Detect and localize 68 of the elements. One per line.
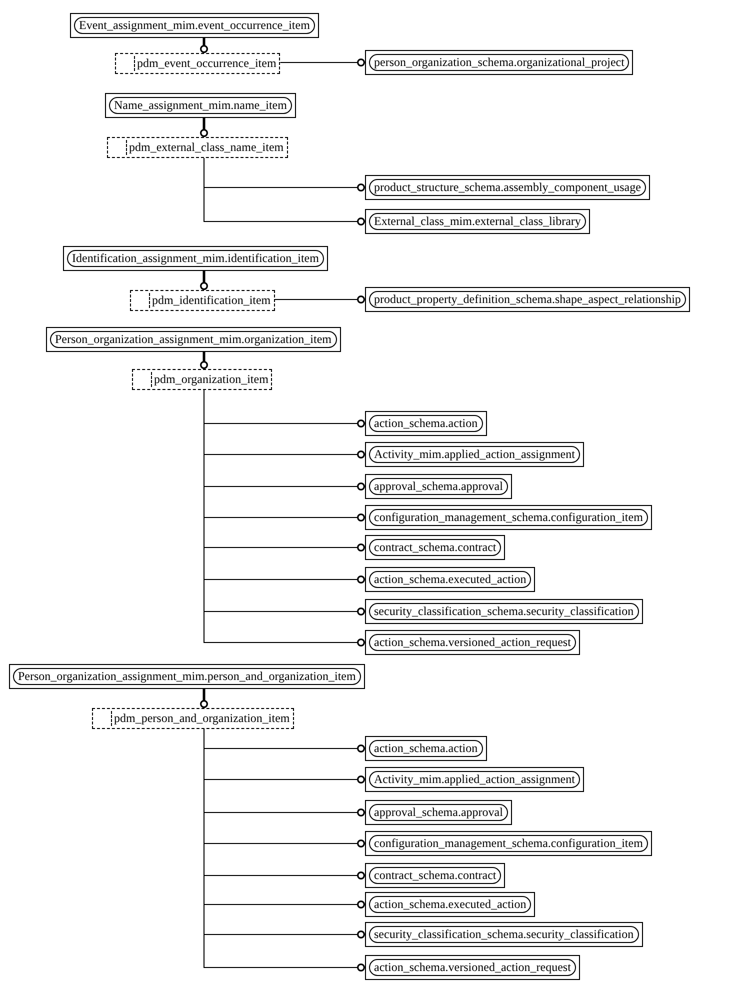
entity-box (365, 955, 580, 980)
type-name: product_property_definition_schema.shape_aspect_relationship (369, 291, 686, 308)
entity-box (365, 567, 536, 592)
select-type-box (92, 708, 294, 729)
entity-box (365, 442, 584, 467)
type-name: pdm_person_and_organization_item (111, 711, 290, 726)
supertype-line (200, 38, 208, 53)
type-name: approval_schema.approval (369, 478, 508, 495)
type-name: product_structure_schema.assembly_component_usage (369, 179, 646, 196)
type-name: action_schema.executed_action (369, 896, 532, 913)
entity-box (365, 892, 536, 917)
type-name: pdm_organization_item (151, 372, 268, 387)
type-name: Person_organization_assignment_mim.person_and_organization_item (13, 668, 361, 685)
type-name: External_class_mim.external_class_library (369, 213, 586, 230)
supertype-line (200, 352, 208, 369)
type-name: person_organization_schema.organizational_project (369, 54, 630, 71)
entity-box (365, 175, 650, 200)
supertype-line (200, 689, 208, 708)
entity-box (365, 767, 584, 792)
entity-box (365, 800, 512, 825)
entity-box (365, 287, 690, 312)
entity-box (365, 50, 634, 75)
entity-box (365, 630, 580, 655)
entity-box (365, 505, 652, 530)
entity-box (365, 209, 590, 234)
entity-box (365, 831, 652, 856)
supertype-line (200, 271, 208, 290)
entity-box (105, 93, 296, 118)
type-name: security_classification_schema.security_classification (369, 926, 639, 943)
type-name: contract_schema.contract (369, 867, 502, 884)
type-name: pdm_event_occurrence_item (134, 56, 276, 71)
type-name: contract_schema.contract (369, 539, 502, 556)
type-name: action_schema.action (369, 740, 483, 757)
type-name: action_schema.versioned_action_request (369, 959, 576, 976)
select-type-box (130, 290, 275, 311)
type-name: configuration_management_schema.configuration_item (369, 835, 648, 852)
type-name: Name_assignment_mim.name_item (109, 97, 292, 114)
type-name: pdm_external_class_name_item (126, 140, 284, 155)
type-name: Activity_mim.applied_action_assignment (369, 446, 580, 463)
relation-line (280, 58, 366, 66)
entity-box (365, 411, 487, 436)
type-name: pdm_identification_item (149, 293, 271, 308)
entity-box (365, 736, 487, 761)
relation-line (274, 296, 366, 304)
type-name: security_classification_schema.security_classification (369, 603, 639, 620)
entity-box (365, 863, 506, 888)
entity-box (70, 13, 319, 38)
entity-box (9, 664, 365, 689)
relation-line (204, 158, 366, 226)
type-name: Person_organization_assignment_mim.organization_item (50, 331, 337, 348)
select-type-box (115, 53, 280, 74)
type-name: configuration_management_schema.configuration_item (369, 509, 648, 526)
entity-box (365, 922, 643, 947)
type-name: approval_schema.approval (369, 804, 508, 821)
entity-box (46, 327, 341, 352)
type-name: action_schema.executed_action (369, 571, 532, 588)
type-name: Activity_mim.applied_action_assignment (369, 771, 580, 788)
entity-box (63, 246, 328, 271)
type-name: action_schema.action (369, 415, 483, 432)
entity-box (365, 599, 643, 624)
select-type-box (132, 369, 272, 390)
type-name: Event_assignment_mim.event_occurrence_item (74, 17, 315, 34)
type-name: action_schema.versioned_action_request (369, 634, 576, 651)
type-name: Identification_assignment_mim.identification_item (67, 250, 324, 267)
entity-box (365, 474, 512, 499)
supertype-line (200, 118, 208, 137)
entity-box (365, 535, 506, 560)
select-type-box (107, 137, 288, 158)
